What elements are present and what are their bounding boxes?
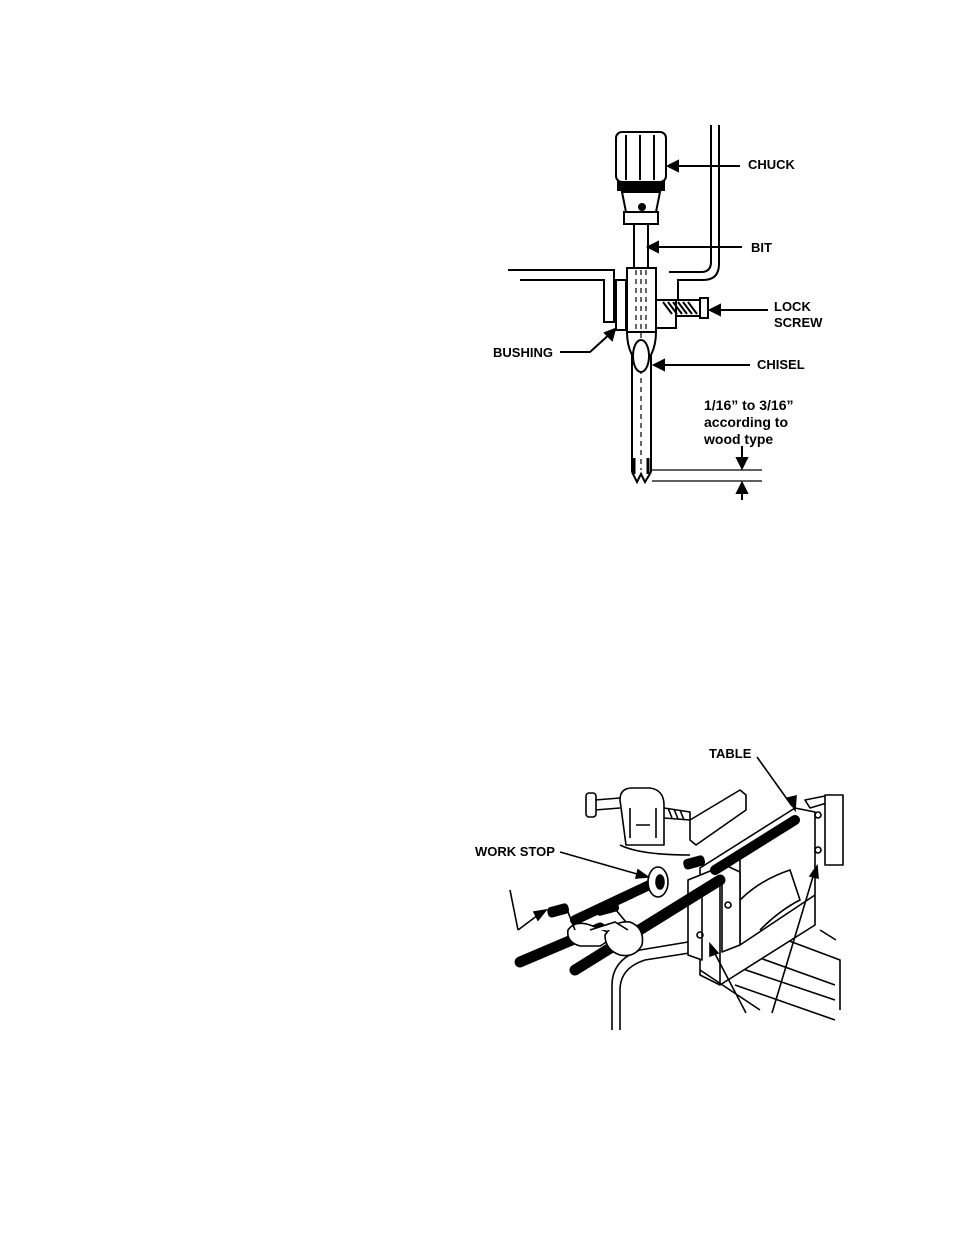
knob-screw-1 bbox=[547, 904, 569, 918]
clamp-leader bbox=[510, 890, 542, 930]
work-stop-label: WORK STOP bbox=[475, 844, 555, 860]
rear-clamp bbox=[620, 788, 664, 845]
work-stop-leader bbox=[560, 852, 644, 876]
work-stop-rod bbox=[575, 880, 660, 920]
table-leader bbox=[757, 757, 792, 806]
table-label: TABLE bbox=[709, 746, 751, 762]
rear-fence bbox=[690, 790, 746, 845]
